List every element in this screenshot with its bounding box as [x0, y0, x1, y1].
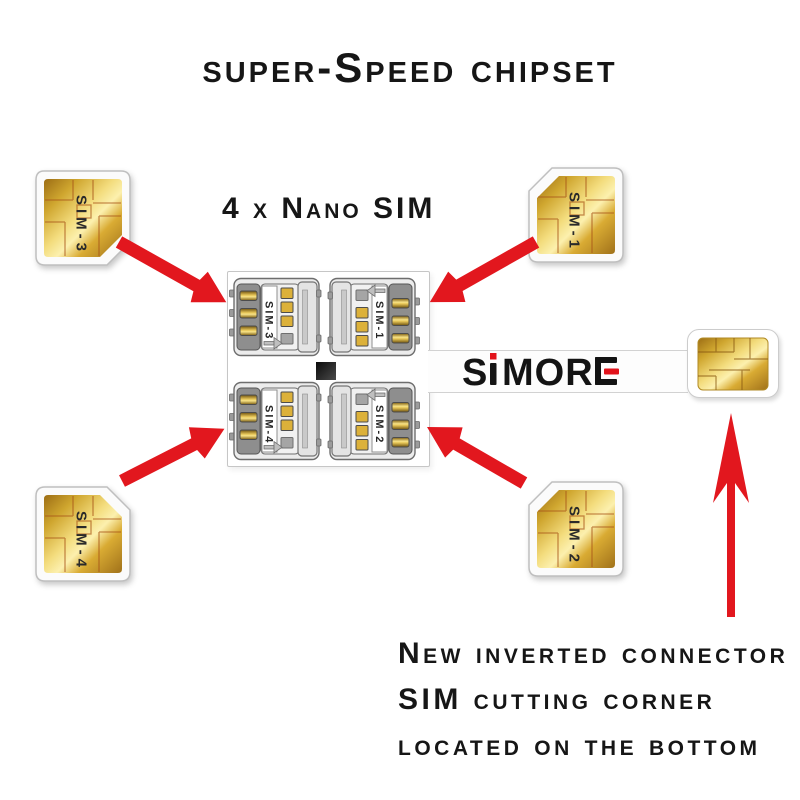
page-title: super-Speed chipset [202, 44, 618, 91]
logo-letters-mor: MOR [502, 352, 594, 393]
sim-card-3: SIM-3 [35, 170, 131, 266]
sim-slot-1-label: SIM-1 [373, 301, 385, 340]
sim-card-4: SIM-4 [35, 486, 131, 582]
sim-card-2-label: SIM-2 [566, 506, 583, 566]
sim-slot-2-label: SIM-2 [373, 405, 385, 444]
sim-card-4-label: SIM-4 [73, 511, 90, 571]
sim-slot-1: SIM-1 [327, 277, 421, 357]
connector-strip [428, 350, 688, 393]
caption-line-3: located on the bottom [398, 729, 761, 762]
sim-slot-4-label: SIM-4 [263, 405, 275, 444]
center-chip [316, 362, 336, 380]
sim-slot-3: SIM-3 [228, 277, 322, 357]
arrow-sim4-to-slot-icon [119, 427, 225, 487]
connector-gold-pad [697, 337, 769, 391]
connector-head [687, 329, 779, 398]
sim-slot-3-label: SIM-3 [263, 301, 275, 340]
caption-line-2: SIM cutting corner [398, 683, 716, 716]
logo-letter-i [490, 353, 497, 385]
caption-block: New inverted connector SIM cutting corne… [398, 631, 788, 769]
nano-sim-count-label: 4 x Nano SIM [222, 192, 436, 225]
up-arrow-to-connector-icon [713, 413, 749, 617]
arrow-sim2-to-slot-icon [427, 427, 528, 489]
simore-logo: S MOR [462, 352, 619, 393]
logo-e-red-bar [604, 368, 619, 375]
caption-line-1: New inverted connector [398, 637, 789, 670]
logo-letter-e [595, 357, 619, 385]
arrow-sim1-to-slot-icon [429, 236, 540, 303]
sim-slot-4: SIM-4 [228, 381, 322, 461]
sim-card-2: SIM-2 [528, 481, 624, 577]
sim-slot-2: SIM-2 [327, 381, 421, 461]
logo-i-dot [490, 353, 497, 360]
sim-card-1: SIM-1 [528, 167, 624, 263]
sim-card-3-label: SIM-3 [73, 195, 90, 255]
logo-letter-s: S [462, 352, 488, 393]
sim-card-1-label: SIM-1 [566, 192, 583, 252]
